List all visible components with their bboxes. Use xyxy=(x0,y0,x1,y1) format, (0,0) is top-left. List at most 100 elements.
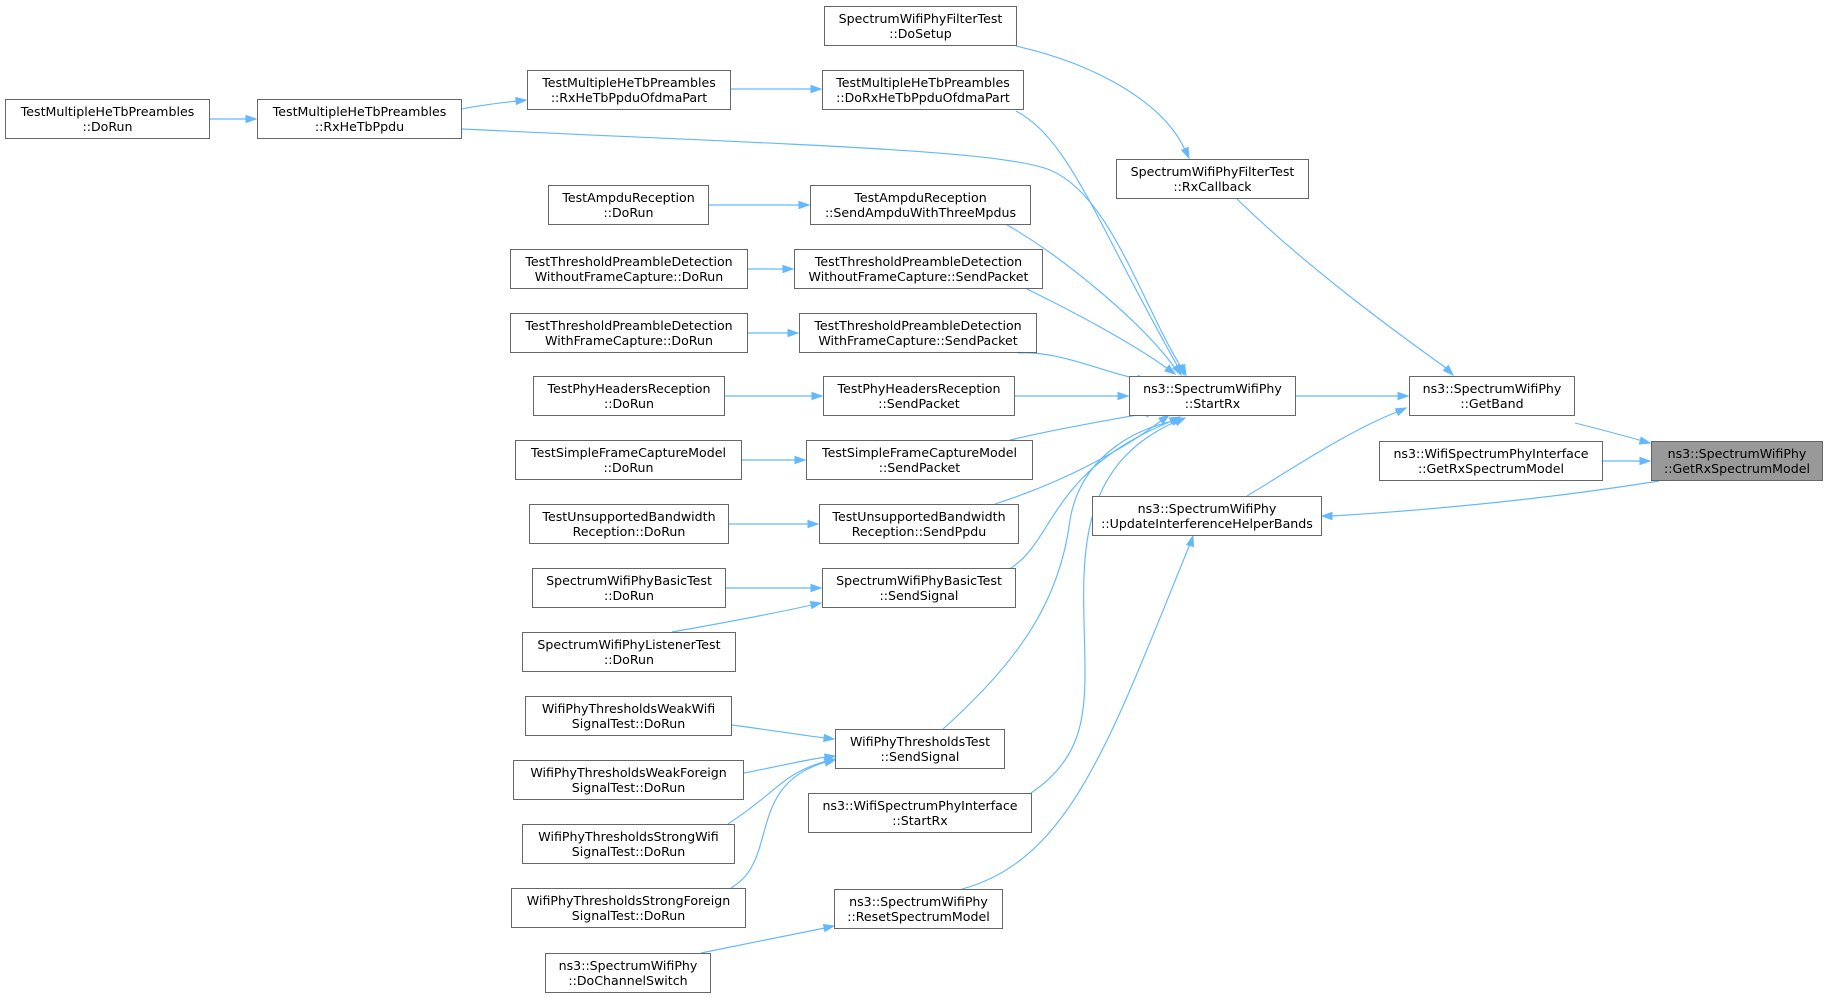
edge-thr-send-to-startrx xyxy=(942,420,1175,730)
edge-phyhdr-send-to-startrx-arrowhead xyxy=(1117,391,1130,401)
node-filtertest-rxcallback[interactable]: SpectrumWifiPhyFilterTest ::RxCallback xyxy=(1116,159,1309,199)
edge-updateif-to-getband xyxy=(1246,411,1398,497)
node-line-2: ::GetRxSpectrumModel xyxy=(1664,461,1810,476)
node-filtertest-dosetup[interactable]: SpectrumWifiPhyFilterTest ::DoSetup xyxy=(824,6,1017,46)
edge-chswitch-to-resetsm-arrowhead xyxy=(822,923,836,933)
node-hetb-dorun[interactable]: TestMultipleHeTbPreambles ::DoRun xyxy=(5,99,210,139)
edge-getrx-to-updateif-arrowhead xyxy=(1320,511,1333,521)
node-line-1: SpectrumWifiPhyBasicTest xyxy=(546,573,712,588)
edge-ifacestartrx-to-startrx-arrowhead xyxy=(1173,417,1187,427)
node-rxhetbppdu[interactable]: TestMultipleHeTbPreambles ::RxHeTbPpdu xyxy=(257,99,462,139)
node-updateinterferencehelperbands[interactable]: ns3::SpectrumWifiPhy ::UpdateInterferenc… xyxy=(1092,496,1322,536)
node-line-2: ::GetBand xyxy=(1460,396,1524,411)
edge-chswitch-to-resetsm xyxy=(700,927,826,954)
node-line-2: WithFrameCapture::SendPacket xyxy=(818,333,1018,348)
node-line-2: ::DoRun xyxy=(603,460,654,475)
edge-weakfor-to-thr-send xyxy=(743,756,827,774)
node-sfcm-dorun[interactable]: TestSimpleFrameCaptureModel ::DoRun xyxy=(515,440,742,480)
node-line-2: ::UpdateInterferenceHelperBands xyxy=(1101,516,1313,531)
node-tpd-withfc-sendpacket[interactable]: TestThresholdPreambleDetection WithFrame… xyxy=(799,313,1037,353)
node-thresholds-weakwifi-dorun[interactable]: WifiPhyThresholdsWeakWifi SignalTest::Do… xyxy=(525,696,732,736)
edge-rxhetbofdma-to-dorxhetb-arrowhead xyxy=(810,84,823,94)
node-iface-getrxspectrummodel[interactable]: ns3::WifiSpectrumPhyInterface ::GetRxSpe… xyxy=(1379,441,1603,481)
node-line-2: ::DoSetup xyxy=(889,26,952,41)
node-resetspectrummodel[interactable]: ns3::SpectrumWifiPhy ::ResetSpectrumMode… xyxy=(834,889,1003,929)
node-dorxhetbppduofdmapart[interactable]: TestMultipleHeTbPreambles ::DoRxHeTbPpdu… xyxy=(822,70,1024,110)
node-line-2: ::SendSignal xyxy=(879,588,959,603)
node-tpd-withoutfc-dorun[interactable]: TestThresholdPreambleDetection WithoutFr… xyxy=(510,249,748,289)
node-line-2: Reception::SendPpdu xyxy=(851,524,987,539)
node-getband[interactable]: ns3::SpectrumWifiPhy ::GetBand xyxy=(1409,376,1575,416)
node-line-1: TestPhyHeadersReception xyxy=(547,381,711,396)
edge-rxhetb-to-rxhetbofdma-arrowhead xyxy=(515,96,528,106)
edge-ampdusend-to-startrx-arrowhead xyxy=(1172,363,1182,377)
node-line-2: SignalTest::DoRun xyxy=(571,908,686,923)
node-rxhetbppduofdmapart[interactable]: TestMultipleHeTbPreambles ::RxHeTbPpduOf… xyxy=(527,70,731,110)
node-line-2: ::StartRx xyxy=(1184,396,1241,411)
node-line-1: TestSimpleFrameCaptureModel xyxy=(822,445,1017,460)
node-sfcm-sendpacket[interactable]: TestSimpleFrameCaptureModel ::SendPacket xyxy=(806,440,1033,480)
node-thresholds-weakforeign-dorun[interactable]: WifiPhyThresholdsWeakForeign SignalTest:… xyxy=(513,760,744,800)
node-listenertest-dorun[interactable]: SpectrumWifiPhyListenerTest ::DoRun xyxy=(522,632,736,672)
edge-resetsm-to-updateif-arrowhead xyxy=(1185,534,1195,548)
node-line-2: ::SendAmpduWithThreeMpdus xyxy=(824,205,1017,220)
node-line-1: WifiPhyThresholdsStrongWifi xyxy=(538,829,719,844)
node-startrx[interactable]: ns3::SpectrumWifiPhy ::StartRx xyxy=(1129,376,1296,416)
edge-strfor-to-thr-send-arrowhead xyxy=(823,758,837,767)
node-line-1: SpectrumWifiPhyBasicTest xyxy=(836,573,1002,588)
node-tpd-withoutfc-sendpacket[interactable]: TestThresholdPreambleDetection WithoutFr… xyxy=(794,249,1043,289)
edge-weakwifi-to-thr-send-arrowhead xyxy=(823,733,836,743)
node-phyheaders-dorun[interactable]: TestPhyHeadersReception ::DoRun xyxy=(533,376,725,416)
node-dochannelswitch[interactable]: ns3::SpectrumWifiPhy ::DoChannelSwitch xyxy=(545,953,711,993)
node-thresholds-strongwifi-dorun[interactable]: WifiPhyThresholdsStrongWifi SignalTest::… xyxy=(522,824,735,864)
node-basictest-sendsignal[interactable]: SpectrumWifiPhyBasicTest ::SendSignal xyxy=(822,568,1016,608)
node-tpd-withfc-dorun[interactable]: TestThresholdPreambleDetection WithFrame… xyxy=(510,313,748,353)
edge-resetsm-to-updateif xyxy=(961,543,1191,890)
edge-filtrx-to-getband-arrowhead xyxy=(1442,364,1455,377)
node-ampdu-dorun[interactable]: TestAmpduReception ::DoRun xyxy=(548,185,709,225)
node-line-2: ::DoRun xyxy=(603,652,655,667)
edge-tpdw-run-to-send-arrowhead xyxy=(787,328,800,338)
edge-unsup-send-to-startrx-arrowhead xyxy=(1158,414,1171,425)
node-thresholds-strongforeign-dorun[interactable]: WifiPhyThresholdsStrongForeign SignalTes… xyxy=(511,888,746,928)
node-thresholds-sendsignal[interactable]: WifiPhyThresholdsTest ::SendSignal xyxy=(835,729,1005,769)
node-line-1: ns3::SpectrumWifiPhy xyxy=(558,958,698,973)
node-phyheaders-sendpacket[interactable]: TestPhyHeadersReception ::SendPacket xyxy=(823,376,1015,416)
node-line-1: WifiPhyThresholdsWeakForeign xyxy=(530,765,727,780)
node-line-1: TestMultipleHeTbPreambles xyxy=(542,75,716,90)
node-unsupported-dorun[interactable]: TestUnsupportedBandwidth Reception::DoRu… xyxy=(529,504,729,544)
edge-phyhdr-run-to-send-arrowhead xyxy=(811,391,824,401)
edge-unsup-run-to-send-arrowhead xyxy=(807,519,820,529)
node-line-2: ::RxHeTbPpdu xyxy=(314,119,405,134)
node-line-1: TestAmpduReception xyxy=(562,190,695,205)
edge-hetbdorun-to-rxhetb-arrowhead xyxy=(245,114,258,124)
edge-tpdw-send-to-startrx xyxy=(1017,352,1141,380)
node-line-1: TestSimpleFrameCaptureModel xyxy=(531,445,726,460)
node-line-2: ::RxCallback xyxy=(1173,179,1252,194)
edge-weakwifi-to-thr-send xyxy=(731,724,826,739)
node-basictest-dorun[interactable]: SpectrumWifiPhyBasicTest ::DoRun xyxy=(532,568,726,608)
node-line-1: TestThresholdPreambleDetection xyxy=(525,318,733,333)
node-line-2: ::DoRun xyxy=(603,396,655,411)
node-line-1: ns3::WifiSpectrumPhyInterface xyxy=(1393,446,1589,461)
node-line-2: SignalTest::DoRun xyxy=(571,780,686,795)
edge-strwifi-to-thr-send xyxy=(727,760,827,825)
node-line-1: TestThresholdPreambleDetection xyxy=(814,318,1022,333)
edge-rxhetb-to-rxhetbofdma xyxy=(461,100,518,110)
edge-ampdusend-to-startrx xyxy=(1006,224,1176,369)
node-line-2: WithFrameCapture::DoRun xyxy=(545,333,713,348)
node-line-2: ::RxHeTbPpduOfdmaPart xyxy=(550,90,708,105)
node-line-1: ns3::SpectrumWifiPhy xyxy=(1137,501,1277,516)
node-line-2: SignalTest::DoRun xyxy=(571,844,686,859)
node-iface-startrx[interactable]: ns3::WifiSpectrumPhyInterface ::StartRx xyxy=(808,793,1032,833)
edge-dorxhetb-to-startrx xyxy=(1015,110,1179,368)
node-line-1: TestAmpduReception xyxy=(854,190,987,205)
node-line-1: ns3::SpectrumWifiPhy xyxy=(1143,381,1282,396)
node-line-2: ::ResetSpectrumModel xyxy=(847,909,990,924)
node-line-1: WifiPhyThresholdsStrongForeign xyxy=(526,893,731,908)
node-unsupported-sendppdu[interactable]: TestUnsupportedBandwidth Reception::Send… xyxy=(819,504,1019,544)
edge-basic-send-to-startrx xyxy=(1010,420,1173,569)
node-ampdu-sendampduwiththreempdus[interactable]: TestAmpduReception ::SendAmpduWithThreeM… xyxy=(810,185,1031,225)
node-line-1: TestPhyHeadersReception xyxy=(837,381,1001,396)
